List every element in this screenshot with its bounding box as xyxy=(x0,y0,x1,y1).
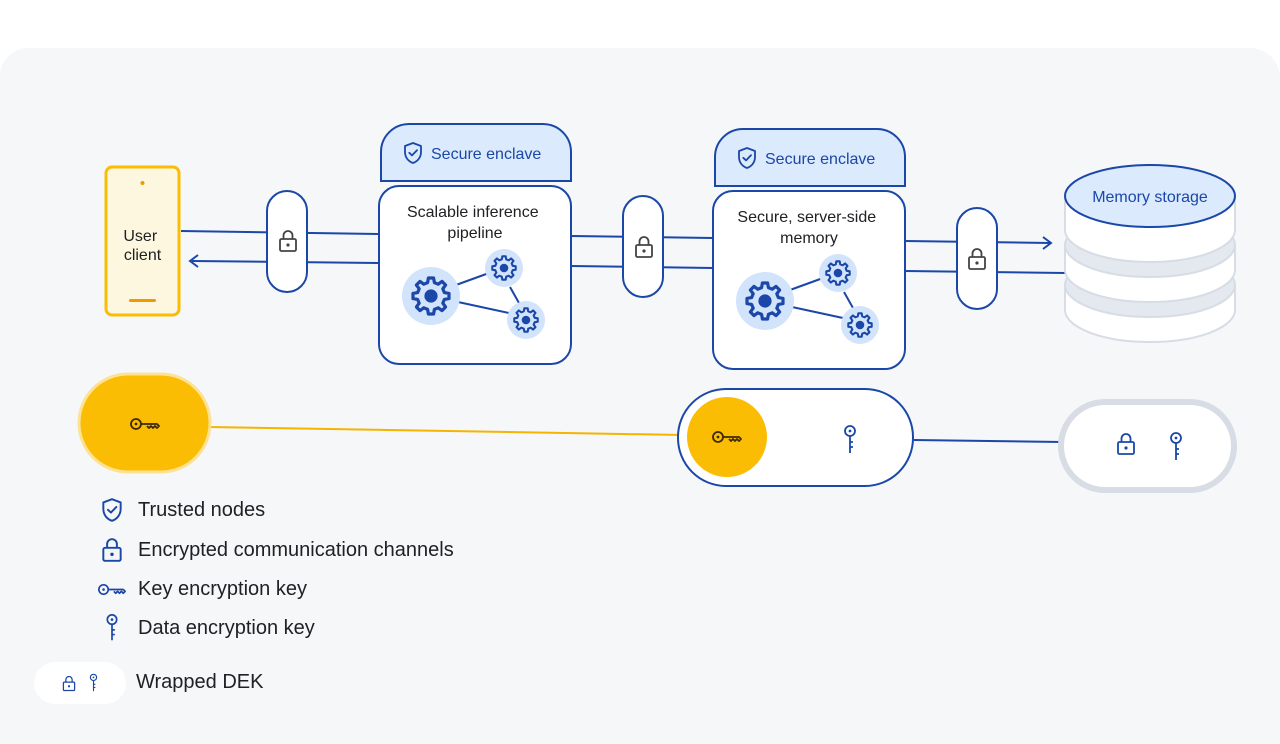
enclave-1-label: Secure enclave xyxy=(431,146,541,163)
shield-check-icon xyxy=(96,494,128,526)
key-vertical-icon xyxy=(96,612,128,644)
kek-line xyxy=(207,426,685,436)
memory-title: Secure, server-side memory xyxy=(737,209,880,247)
legend-kek-label: Key encryption key xyxy=(138,577,307,600)
channel-lock-1 xyxy=(266,190,308,293)
lock-icon xyxy=(62,675,76,692)
phone-home-bar-icon xyxy=(129,299,156,302)
storage-label: Memory storage xyxy=(1092,189,1208,206)
legend-dek-label: Data encryption key xyxy=(138,616,315,639)
arrow-right-icon xyxy=(1042,236,1053,250)
channel-lock-3 xyxy=(956,207,998,310)
kek-dek-pill xyxy=(677,388,914,487)
user-client-device: User client xyxy=(104,165,181,317)
phone-camera-icon xyxy=(140,181,145,185)
channel-lock-2 xyxy=(622,195,664,298)
enclave-2-label: Secure enclave xyxy=(765,151,875,168)
legend-dek: Data encryption key xyxy=(96,612,315,644)
pipeline-gear-network xyxy=(402,249,545,339)
legend-wrapped-dek-pill xyxy=(34,662,126,704)
key-horizontal-icon xyxy=(96,573,128,605)
memory-gear-network xyxy=(736,254,879,344)
secure-enclave-2: Secure enclave Secure, server-side memor… xyxy=(712,128,906,370)
wrapped-dek-stored-pill xyxy=(1058,399,1237,493)
legend-trusted-nodes: Trusted nodes xyxy=(96,494,265,526)
user-client-label: User client xyxy=(123,228,161,264)
kek-node xyxy=(77,372,212,474)
legend-trusted-nodes-label: Trusted nodes xyxy=(138,498,266,521)
diagram-canvas xyxy=(0,48,1280,744)
memory-storage-database: Memory storage xyxy=(1064,164,1236,343)
legend-encrypted-channels-label: Encrypted communication channels xyxy=(138,538,454,561)
secure-enclave-1: Secure enclave Scalable inference pipeli… xyxy=(378,123,572,365)
legend-kek: Key encryption key xyxy=(96,573,307,605)
wrapped-dek-line xyxy=(913,439,1063,443)
pipeline-title: Scalable inference pipeline xyxy=(407,204,543,242)
legend-encrypted-channels: Encrypted communication channels xyxy=(96,534,454,566)
lock-icon xyxy=(96,534,128,566)
legend-wrapped-dek-label: Wrapped DEK xyxy=(136,671,264,693)
arrow-left-icon xyxy=(188,254,199,268)
key-vertical-icon xyxy=(88,673,99,693)
